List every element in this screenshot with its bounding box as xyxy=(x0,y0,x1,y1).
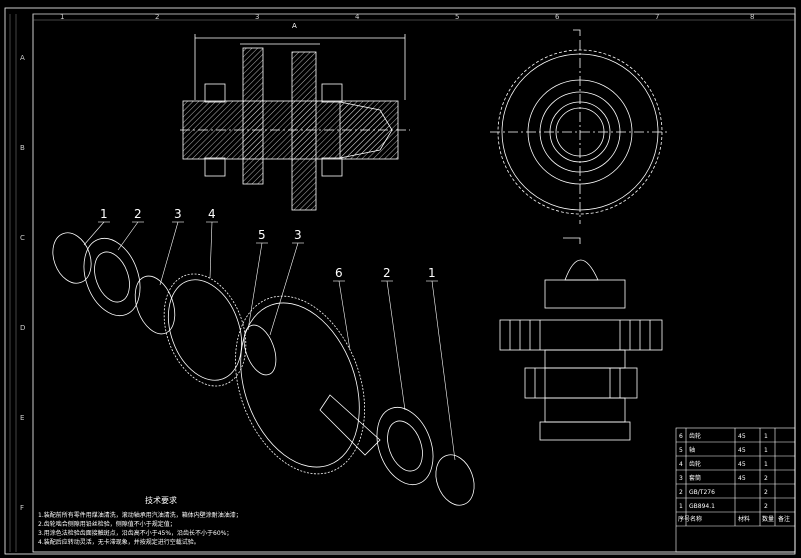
bom-cell-material: 45 xyxy=(738,433,746,440)
zone-row-label: A xyxy=(20,54,25,62)
bom-cell-qty: 1 xyxy=(764,447,768,454)
bom-cell-qty: 1 xyxy=(764,433,768,440)
bom-cell-no: 5 xyxy=(679,447,683,454)
bom-cell-no: 1 xyxy=(679,503,683,510)
bearing-right[interactable] xyxy=(367,400,443,493)
bom-cell-name: GB/T276 xyxy=(689,489,715,496)
callout-label: 4 xyxy=(208,207,216,221)
bom-cell-qty: 2 xyxy=(764,503,768,510)
zone-row-label: E xyxy=(20,414,24,422)
bom-cell-material: 45 xyxy=(738,447,746,454)
sleeve-left[interactable] xyxy=(128,271,182,340)
zone-col-label: 3 xyxy=(255,13,259,21)
callout-leaders xyxy=(83,221,456,461)
bom-table[interactable] xyxy=(675,427,796,553)
bearing-left[interactable] xyxy=(74,231,150,324)
callout-label: 2 xyxy=(383,266,391,280)
bom-cell-qty: 1 xyxy=(764,461,768,468)
retaining-ring[interactable] xyxy=(46,227,98,288)
shaft-cone[interactable] xyxy=(319,394,381,456)
gear-front-view[interactable] xyxy=(490,29,670,224)
drawing-frame xyxy=(4,7,796,555)
technical-requirements: 技术要求 1.装配前所有零件用煤油清洗，滚动轴承用汽油清洗，箱体内壁涂耐油油漆；… xyxy=(38,495,242,546)
tech-note: 4.装配后应转动灵活，无卡滞现象，并按规定进行空载试验。 xyxy=(38,538,200,546)
bom-header-cell: 名称 xyxy=(690,515,702,523)
shaft-section-view[interactable]: A xyxy=(180,22,410,211)
tech-note: 2.齿轮啮合侧隙用铅丝检验，侧隙值不小于规定值； xyxy=(38,520,176,528)
bom-cell-no: 6 xyxy=(679,433,683,440)
bom-header-cell: 备注 xyxy=(778,515,790,523)
retaining-ring-right[interactable] xyxy=(429,449,481,510)
zone-row-label: F xyxy=(20,504,24,512)
zone-col-label: 4 xyxy=(355,13,360,21)
bom-header-cell: 材料 xyxy=(738,515,750,523)
zone-col-label: 7 xyxy=(655,13,659,21)
bom-cell-material: 45 xyxy=(738,461,746,468)
bom-cell-qty: 2 xyxy=(764,475,768,482)
bom-cell-no: 2 xyxy=(679,489,683,496)
callout-label: 3 xyxy=(174,207,182,221)
bom-cell-name: 套筒 xyxy=(689,474,701,482)
sleeve-mid[interactable] xyxy=(238,321,282,379)
callout-label: 1 xyxy=(100,207,108,221)
bom-cell-name: 齿轮 xyxy=(689,432,701,440)
small-gear[interactable] xyxy=(149,263,260,398)
callout-label: 6 xyxy=(335,266,343,280)
callout-label: 1 xyxy=(428,266,436,280)
bom-cell-name: 齿轮 xyxy=(689,460,701,468)
tech-note: 3.用涂色法检验齿面接触斑点，沿齿高不小于45%，沿齿长不小于60%； xyxy=(38,529,232,537)
zone-row-label: B xyxy=(20,144,25,152)
bom-cell-name: GB894.1 xyxy=(689,503,715,510)
shaft-side-view[interactable] xyxy=(499,237,663,441)
large-gear[interactable] xyxy=(212,278,388,492)
callout-labels: 1 2 3 4 5 3 6 2 1 xyxy=(100,207,436,280)
bom-header-cell: 数量 xyxy=(762,515,774,523)
zone-col-label: 5 xyxy=(455,13,459,21)
bom-cell-name: 轴 xyxy=(689,446,695,454)
zone-row-label: D xyxy=(20,324,25,332)
tech-note: 1.装配前所有零件用煤油清洗，滚动轴承用汽油清洗，箱体内壁涂耐油油漆； xyxy=(38,511,242,519)
bom-cell-material: 45 xyxy=(738,475,746,482)
zone-col-label: 2 xyxy=(155,13,159,21)
callout-label: 3 xyxy=(294,228,302,242)
callout-label: 2 xyxy=(134,207,142,221)
zone-row-label: C xyxy=(20,234,25,242)
exploded-assembly-view[interactable] xyxy=(46,227,481,510)
section-mark-label: A xyxy=(292,22,297,30)
bom-header-cell: 序号 xyxy=(678,515,690,523)
zone-markers: 1 2 3 4 5 6 7 8 A B C D E F xyxy=(9,13,795,552)
zone-col-label: 1 xyxy=(60,13,64,21)
bom-cell-no: 3 xyxy=(679,475,683,482)
zone-col-label: 6 xyxy=(555,13,560,21)
tech-requirements-title: 技术要求 xyxy=(145,495,177,505)
bom-cell-qty: 2 xyxy=(764,489,768,496)
callout-label: 5 xyxy=(258,228,266,242)
zone-col-label: 8 xyxy=(750,13,754,21)
bom-cell-no: 4 xyxy=(679,461,683,468)
